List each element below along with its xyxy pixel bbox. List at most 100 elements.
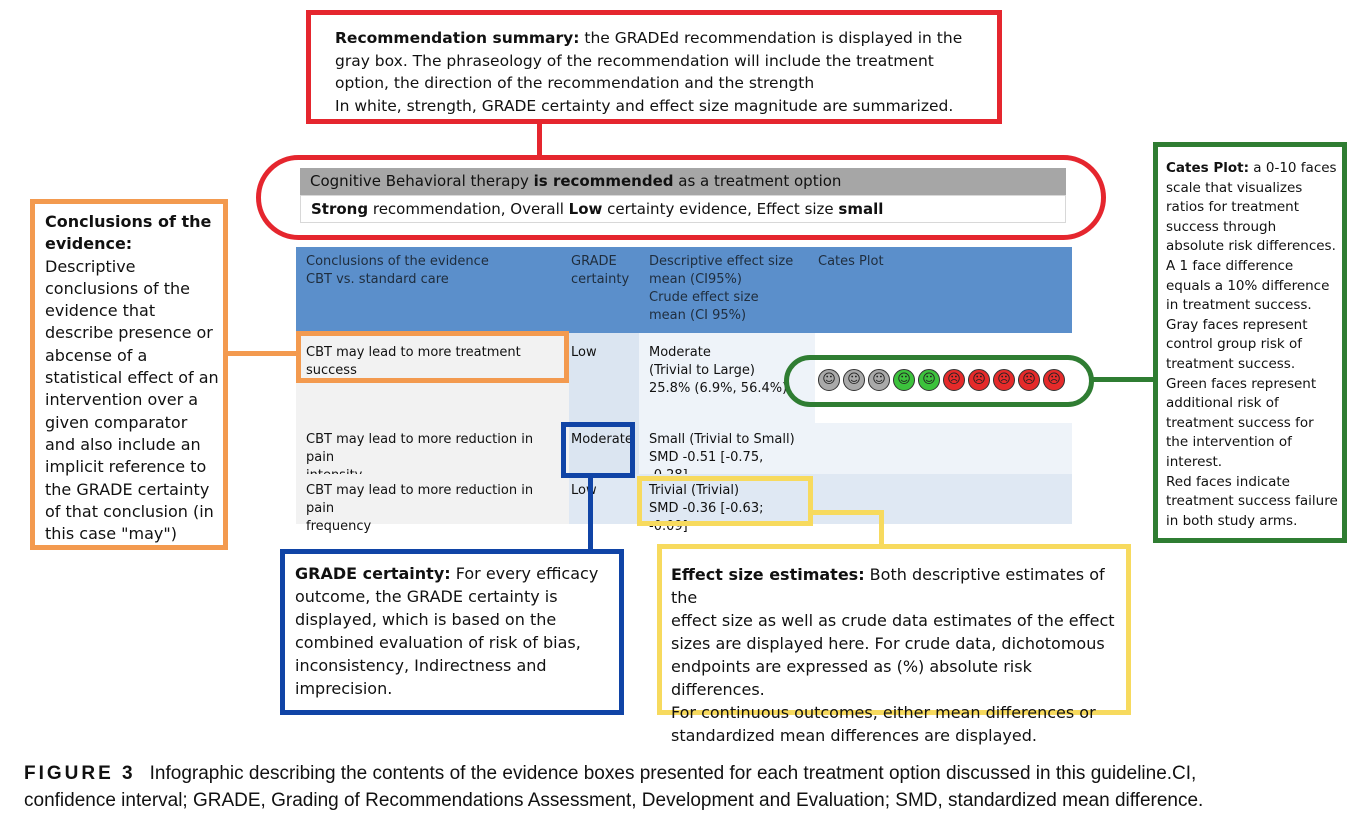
conclusions-body-line: Descriptive (45, 256, 136, 276)
conclusions-highlight-frame (296, 331, 569, 383)
green-face-icon: ☺ (918, 369, 940, 391)
row1-effect-line-2: (Trivial to Large) (649, 363, 755, 378)
effect-body: effect size as well as crude data estima… (671, 609, 1126, 747)
gray-bar-bold: is recommended (533, 172, 674, 190)
recommendation-white-bar: Strong recommendation, Overall Low certa… (300, 195, 1066, 223)
white-bar-text-2: certainty evidence, Effect size (602, 200, 839, 218)
grade-body-line: outcome, the GRADE certainty is (295, 587, 558, 606)
row3-conclusion: CBT may lead to more reduction in pain f… (296, 474, 569, 534)
conclusions-body-line: the GRADE certainty (45, 479, 210, 499)
effect-body-line: standardized mean differences are displa… (671, 726, 1037, 745)
effect-size-value: small (838, 200, 884, 218)
green-face-icon: ☺ (893, 369, 915, 391)
cates-connector-line (1090, 377, 1154, 382)
row1-certainty: Low (569, 333, 639, 423)
red-face-icon: ☹ (1043, 369, 1065, 391)
red-face-icon: ☹ (1018, 369, 1040, 391)
cates-body-line: A 1 face difference (1166, 257, 1294, 274)
strength-value: Strong (311, 200, 369, 218)
gray-face-icon: ☺ (868, 369, 890, 391)
recommendation-gray-bar: Cognitive Behavioral therapy is recommen… (300, 168, 1066, 195)
conclusions-body-line: this case "may") (45, 524, 177, 544)
row1-effect-line-1: Moderate (649, 345, 711, 360)
gray-face-icon: ☺ (818, 369, 840, 391)
header-cates: Cates Plot (815, 247, 1072, 333)
row1-effect-line-3: 25.8% (6.9%, 56.4%) (649, 381, 788, 396)
gray-bar-suffix: as a treatment option (673, 172, 842, 190)
grade-body-line: inconsistency, Indirectness and (295, 656, 547, 675)
grade-body-line: displayed, which is based on the (295, 610, 557, 629)
cates-body-line: treatment success failure (1166, 493, 1338, 510)
grade-highlight-frame (561, 422, 635, 478)
row3-effect: Trivial (Trivial) SMD -0.36 [-0.63; -0.0… (639, 474, 815, 534)
conclusions-callout: Conclusions of the evidence: Descriptive… (30, 199, 228, 550)
row2-effect: Small (Trivial to Small) SMD -0.51 [-0.7… (639, 423, 815, 483)
cates-body-line: additional risk of (1166, 395, 1279, 412)
header-cates-label: Cates Plot (818, 254, 884, 269)
header-effect-line-1: Descriptive effect size (649, 254, 794, 269)
conclusions-body-line: of that conclusion (in (45, 501, 214, 521)
conclusions-body-line: implicit reference to (45, 457, 207, 477)
effect-body-line: For continuous outcomes, either mean dif… (671, 703, 1096, 722)
effect-title: Effect size estimates: (671, 565, 865, 584)
cates-body-line: treatment success for (1166, 414, 1314, 431)
caption-text-1: Infographic describing the contents of t… (149, 763, 1197, 784)
cates-body-line: success through (1166, 218, 1277, 235)
cates-body-line: interest. (1166, 453, 1223, 470)
row1-conclusion-text: CBT may lead to more treatment success (306, 345, 521, 378)
grade-body: outcome, the GRADE certainty is displayed… (295, 585, 619, 700)
row3-certainty-text: Low (571, 483, 597, 498)
effect-first-text: Both descriptive estimates of the (671, 565, 1105, 607)
red-face-icon: ☹ (968, 369, 990, 391)
effect-body-line: effect size as well as crude data estima… (671, 611, 1115, 630)
cates-body-line: equals a 10% difference (1166, 277, 1330, 294)
grade-first-line: GRADE certainty: For every efficacy (295, 562, 619, 585)
cates-callout: Cates Plot: a 0-10 faces scale that visu… (1153, 142, 1347, 543)
cates-body-line: ratios for treatment (1166, 199, 1300, 216)
cates-body-line: in treatment success. (1166, 297, 1312, 314)
header-grade-line-2: certainty (571, 272, 630, 287)
header-grade-line-1: GRADE (571, 254, 617, 269)
cates-body-line: treatment success. (1166, 355, 1296, 372)
header-effect-line-3: Crude effect size (649, 290, 759, 305)
cates-body-line: Red faces indicate (1166, 473, 1290, 490)
conclusions-body-line: abcense of a (45, 345, 148, 365)
cates-first-text: a 0-10 faces (1249, 160, 1337, 176)
row2-effect-line-1: Small (Trivial to Small) (649, 432, 795, 447)
conclusions-body-line: and also include an (45, 434, 201, 454)
effect-first-line: Effect size estimates: Both descriptive … (671, 563, 1126, 609)
cates-body-line: Gray faces represent (1166, 316, 1308, 333)
row3-conclusion-line-2: frequency (306, 519, 372, 534)
header-conclusions-line-1: Conclusions of the evidence (306, 254, 489, 269)
summary-title: Recommendation summary: (335, 29, 580, 47)
grade-body-line: combined evaluation of risk of bias, (295, 633, 581, 652)
row3-conclusion-line-1: CBT may lead to more reduction in pain (306, 483, 534, 516)
conclusions-body-line: evidence that (45, 301, 156, 321)
gray-face-icon: ☺ (843, 369, 865, 391)
recommendation-summary-callout: Recommendation summary: the GRADEd recom… (306, 10, 1002, 124)
header-effect-line-4: mean (CI 95%) (649, 308, 747, 323)
cates-title: Cates Plot: (1166, 160, 1250, 176)
row3-effect-line-1: Trivial (Trivial) (649, 483, 740, 498)
row2-certainty-text: Moderate (571, 432, 633, 447)
grade-title: GRADE certainty: (295, 564, 451, 583)
cates-first-line: Cates Plot: a 0-10 faces (1166, 159, 1342, 179)
recommendation-highlight-oval (256, 155, 1106, 240)
effect-body-line: sizes are displayed here. For crude data… (671, 634, 1105, 653)
cates-body-line: control group risk of (1166, 336, 1303, 353)
summary-text-1: the GRADEd recommendation is displayed i… (579, 29, 963, 47)
gray-bar-prefix: Cognitive Behavioral therapy (310, 172, 534, 190)
effect-connector-horizontal (812, 510, 884, 515)
row2-certainty: Moderate (569, 423, 639, 474)
red-face-icon: ☹ (993, 369, 1015, 391)
row3-certainty: Low (569, 474, 639, 524)
conclusions-body-line: statistical effect of an (45, 368, 219, 388)
effect-highlight-frame (637, 476, 813, 526)
conclusions-body-line: given comparator (45, 412, 188, 432)
row1-certainty-text: Low (571, 345, 597, 360)
effect-connector-vertical (879, 510, 884, 546)
grade-body-line: imprecision. (295, 679, 393, 698)
